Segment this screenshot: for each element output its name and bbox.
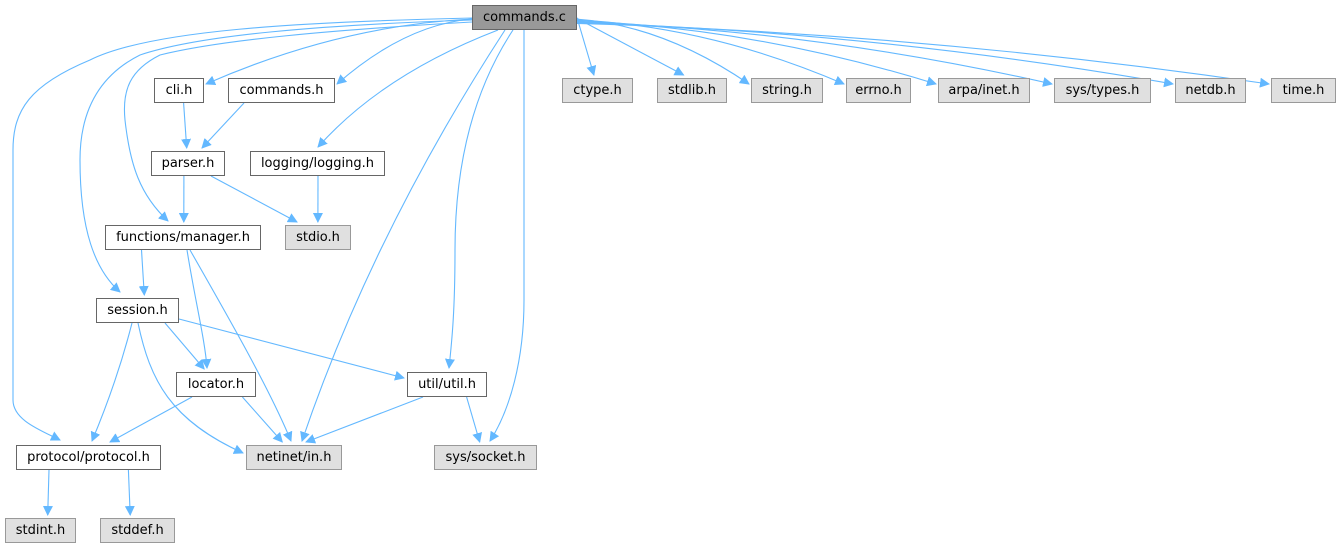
node-errno-h: errno.h [846,78,911,103]
node-time-h: time.h [1271,78,1336,103]
node-locator-h[interactable]: locator.h [176,372,256,397]
edge-commands-c-to-netdb-h [576,22,1174,88]
node-label: cli.h [165,83,193,98]
node-stdio-h: stdio.h [285,225,351,250]
edge-commands-c-to-socket-h [489,30,525,442]
edge-protocol-h-to-stddef-h [124,469,135,516]
edge-manager-h-to-session-h [138,249,149,296]
node-label: commands.c [483,10,566,25]
edge-locator-h-to-protocol-h [109,396,193,443]
node-protocol-h[interactable]: protocol/protocol.h [16,445,161,470]
node-label: stdlib.h [668,83,716,98]
edge-session-h-to-locator-h [164,322,205,370]
edge-commands-c-to-session-h [79,19,473,293]
node-label: sys/types.h [1065,83,1140,98]
node-label: sys/socket.h [445,450,526,465]
node-socket-h: sys/socket.h [434,445,537,470]
edge-util-h-to-netinet-h [305,396,424,444]
node-parser-h[interactable]: parser.h [151,151,225,176]
node-label: netinet/in.h [256,450,332,465]
edge-session-h-to-util-h [178,318,405,381]
edge-commands-c-to-protocol-h [12,17,473,441]
node-label: arpa/inet.h [948,83,1020,98]
edge-manager-h-to-netinet-h [189,249,293,442]
node-stdint-h: stdint.h [5,518,76,543]
node-label: commands.h [239,83,324,98]
node-label: stdint.h [15,523,66,538]
node-netinet-h: netinet/in.h [246,445,342,470]
node-label: logging/logging.h [260,156,375,171]
node-string-h: string.h [751,78,823,103]
node-stdlib-h: stdlib.h [657,78,727,103]
edge-util-h-to-socket-h [466,396,483,443]
node-inet-h: arpa/inet.h [938,78,1030,103]
node-label: netdb.h [1185,83,1236,98]
edge-commands-c-to-time-h [576,22,1270,88]
edge-commands-c-to-manager-h [123,21,473,222]
node-label: ctype.h [573,83,622,98]
edge-manager-h-to-locator-h [186,249,212,369]
edge-commands-c-to-netinet-h [300,29,506,442]
edge-cli-h-to-parser-h [181,102,192,149]
edge-protocol-h-to-stdint-h [42,469,53,516]
node-label: stdio.h [296,230,340,245]
node-commands-c[interactable]: commands.c [472,5,577,30]
node-label: locator.h [187,377,245,392]
node-label: util/util.h [418,377,476,392]
edge-session-h-to-protocol-h [90,322,133,442]
edge-commands-c-to-util-h [444,29,514,369]
edge-commands-c-to-commands-h [336,18,473,85]
node-session-h[interactable]: session.h [96,298,179,323]
edge-session-h-to-netinet-h [137,322,244,454]
node-stddef-h: stddef.h [100,518,175,543]
node-label: string.h [762,83,812,98]
node-commands-h[interactable]: commands.h [228,78,335,103]
node-types-h: sys/types.h [1054,78,1151,103]
edge-parser-h-to-stdio-h [210,175,298,223]
edge-commands-c-to-logging-h [317,29,499,148]
node-label: session.h [107,303,168,318]
node-label: functions/manager.h [116,230,250,245]
node-label: parser.h [161,156,215,171]
node-netdb-h: netdb.h [1175,78,1246,103]
edge-commands-c-to-stdlib-h [576,17,685,76]
node-ctype-h: ctype.h [562,78,633,103]
edge-locator-h-to-netinet-h [241,396,283,443]
node-util-h[interactable]: util/util.h [407,372,487,397]
node-logging-h[interactable]: logging/logging.h [250,151,385,176]
node-cli-h[interactable]: cli.h [154,78,204,103]
node-label: time.h [1282,83,1325,98]
edge-commands-h-to-parser-h [201,102,245,149]
node-manager-h[interactable]: functions/manager.h [105,225,261,250]
node-label: protocol/protocol.h [27,450,150,465]
node-label: stddef.h [111,523,164,538]
edge-commands-c-to-inet-h [576,20,937,87]
node-label: errno.h [855,83,902,98]
edge-commands-c-to-types-h [576,21,1053,87]
